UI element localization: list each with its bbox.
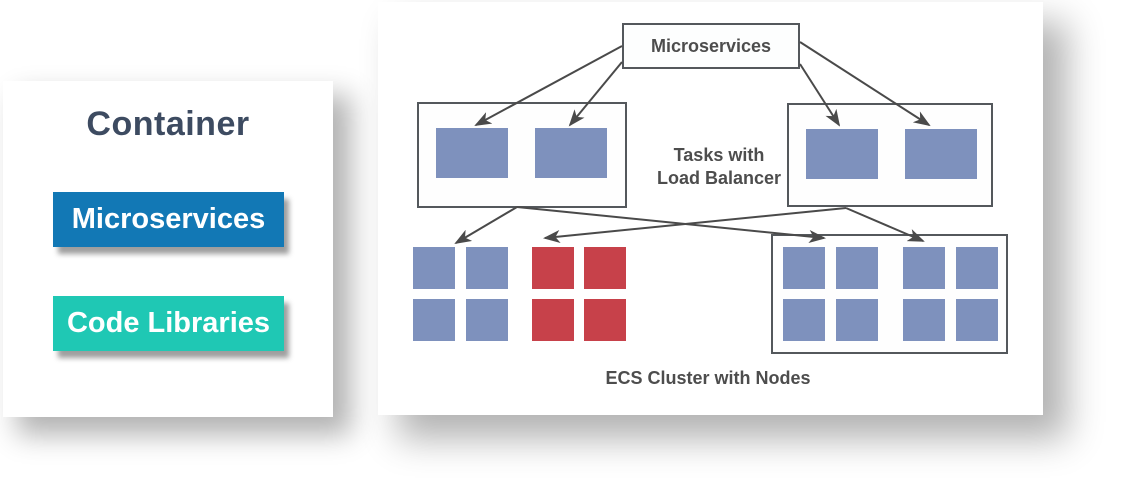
node-blue: [783, 247, 825, 289]
task-rect: [806, 129, 878, 179]
arrow-left-task-to-left-cluster: [454, 206, 518, 245]
legend-title: Container: [86, 105, 250, 143]
cluster-label: ECS Cluster with Nodes: [605, 368, 811, 388]
cluster-left: [413, 247, 627, 341]
task-group-left: [417, 102, 627, 208]
node-blue: [903, 247, 945, 289]
container-legend-card: Container Microservices Code Libraries: [3, 81, 333, 417]
task-rect: [535, 128, 607, 178]
node-red: [532, 299, 574, 341]
node-red: [584, 299, 626, 341]
node-blue: [413, 247, 455, 289]
cluster-right: [771, 234, 1008, 354]
legend-item-code-libraries: Code Libraries: [53, 296, 284, 351]
node-blue: [836, 247, 878, 289]
legend-item-microservices: Microservices: [53, 192, 284, 247]
task-group-label: Tasks with Load Balancer: [619, 144, 819, 190]
node-blue: [903, 299, 945, 341]
node-blue: [836, 299, 878, 341]
node-blue: [413, 299, 455, 341]
node-blue: [783, 299, 825, 341]
microservices-node: Microservices: [622, 23, 800, 69]
task-rect: [905, 129, 977, 179]
node-red: [532, 247, 574, 289]
node-red: [584, 247, 626, 289]
node-blue: [956, 299, 998, 341]
diagram-card: Microservices Tasks with Load Balancer E…: [378, 2, 1043, 415]
task-group-label-line1: Tasks with: [673, 145, 765, 165]
task-rect: [436, 128, 508, 178]
node-blue: [956, 247, 998, 289]
node-blue: [466, 299, 508, 341]
node-blue: [466, 247, 508, 289]
task-group-label-line2: Load Balancer: [656, 168, 782, 188]
